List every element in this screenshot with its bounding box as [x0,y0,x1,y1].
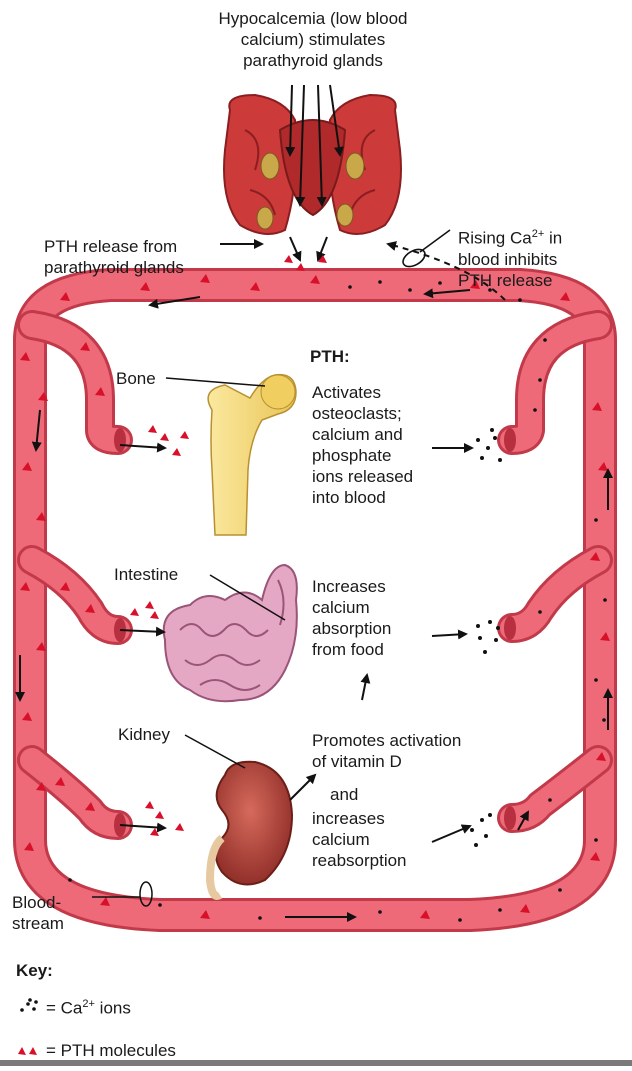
pth-heading: PTH: [310,347,350,366]
kidney-in-arrow [119,822,167,833]
stimulus-line: calcium) stimulates [240,30,386,49]
kidney-pth [145,801,184,836]
bloodstream-marker [139,881,153,907]
kidney-image [205,760,294,900]
intestine-leader [209,574,286,621]
key-title: Key: [16,961,53,980]
pth-molecules [20,274,610,919]
intestine-effect: Increases calcium absorption from food [312,577,392,659]
kidney-effect-activation: Promotes activation of vitamin D [312,731,462,771]
rising-calcium-label: Rising Ca2+ in blood inhibits PTH releas… [458,228,563,290]
key-ca-symbol [20,998,38,1012]
bone-effect: Activates osteoclasts; calcium and phosp… [312,383,414,507]
flow-arrows [15,288,613,922]
bone-in-arrow [119,442,167,453]
release-arrows [220,236,328,262]
kidney-leader [184,734,246,769]
bottom-divider [0,1060,632,1066]
key-pth-symbol [18,1047,37,1055]
intestine-pth [130,601,159,619]
bone-image [207,373,297,536]
bone-leader [165,377,266,387]
pth-release-label: PTH release from parathyroid glands [44,237,184,277]
bone-pth [148,425,189,456]
intestine-image [162,563,298,703]
stimulus-line: Hypocalcemia (low blood [218,9,408,28]
released-calcium [470,428,502,847]
kidney-effect-reabsorption: increases calcium reabsorption [312,809,407,870]
stimulus-line: parathyroid glands [243,51,383,70]
calcium-ions [68,280,607,922]
bone-label: Bone [116,369,156,388]
effect-arrows [289,443,474,843]
key-pth-entry: = PTH molecules [46,1041,176,1060]
intestine-label: Intestine [114,565,179,584]
stimulation-arrows [285,84,344,207]
intestine-in-arrow [119,626,166,637]
released-pth [284,255,327,271]
stimulus-title: Hypocalcemia (low blood calcium) stimula… [178,8,448,71]
bloodstream-label: Blood- stream [12,893,64,933]
parathyroid-glands [223,93,402,235]
key-ca-entry: = Ca2+ ions [46,998,131,1018]
kidney-and: and [330,785,359,804]
kidney-label: Kidney [118,725,170,744]
inhibition-arrow [386,229,506,301]
